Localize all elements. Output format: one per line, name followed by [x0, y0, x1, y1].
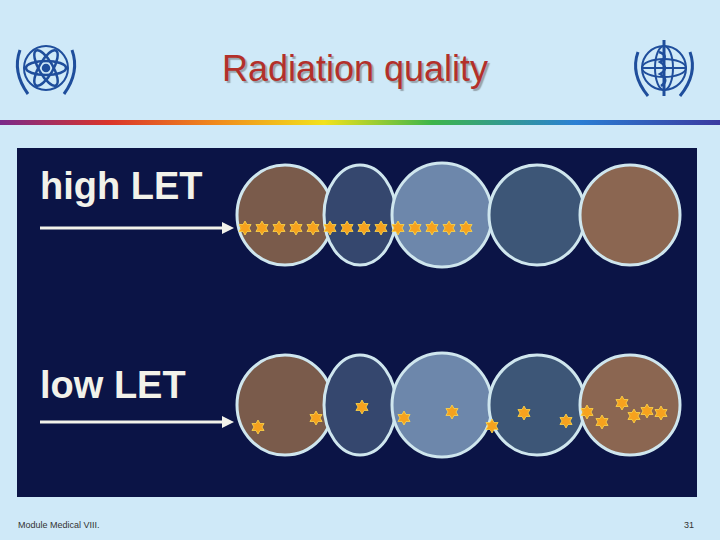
- radiation-label: high LET: [40, 165, 203, 209]
- rainbow-rule: [0, 120, 720, 125]
- slide-title: Radiation quality: [222, 48, 488, 89]
- dark-panel: [17, 148, 697, 497]
- radiation-arrow: [40, 222, 234, 428]
- cell-row-high: [237, 163, 680, 267]
- page-number: 31: [684, 520, 694, 530]
- iaea-logo: [17, 46, 74, 94]
- ionisation-stars-high: [239, 221, 472, 235]
- radiation-label: low LET: [40, 364, 186, 408]
- ionisation-stars-low: [252, 396, 667, 434]
- cell-row-low: [237, 353, 680, 457]
- footer-module: Module Medical VIII.: [18, 520, 100, 530]
- who-logo: [636, 40, 693, 96]
